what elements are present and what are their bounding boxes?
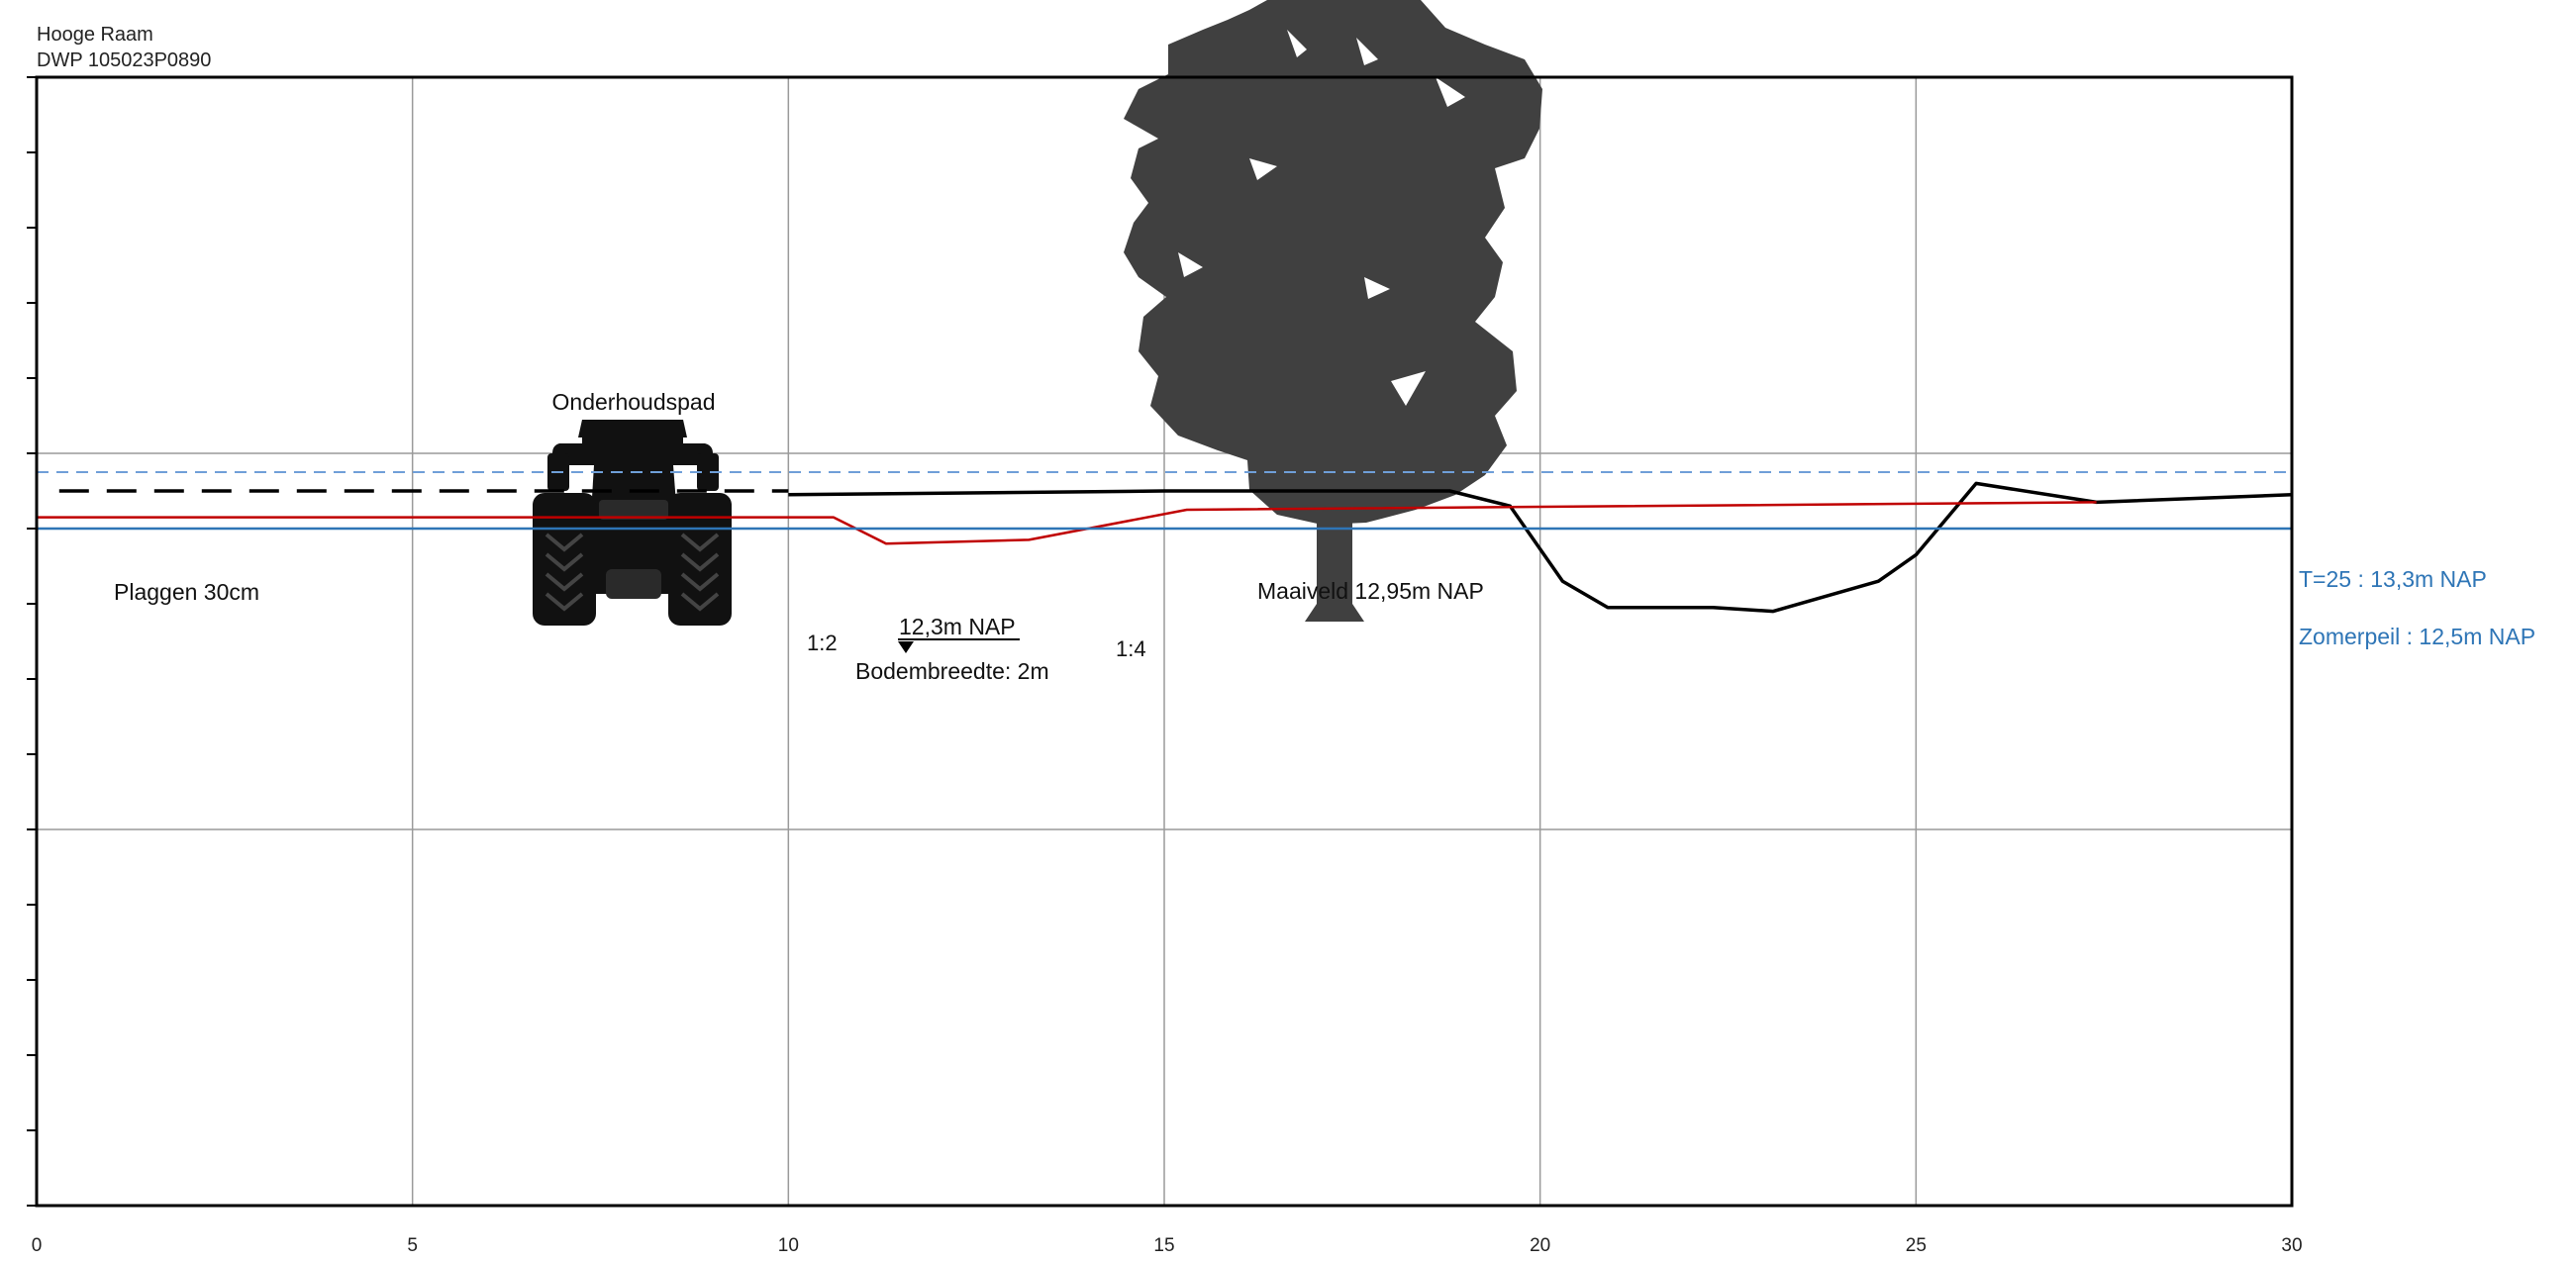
- slope-left-label: 1:2: [807, 631, 838, 655]
- x-tick-label: 10: [778, 1235, 799, 1256]
- bodembreedte-label: Bodembreedte: 2m: [855, 658, 1049, 684]
- zomerpeil-label: Zomerpeil : 12,5m NAP: [2299, 624, 2535, 649]
- water-level-triangle-icon: [898, 638, 1020, 653]
- profiles: [37, 471, 2293, 614]
- header-line-2: DWP 105023P0890: [37, 49, 212, 71]
- x-tick-label: 5: [407, 1235, 418, 1256]
- x-tick-label: 15: [1153, 1235, 1174, 1256]
- x-axis-ticks: 0 5 10 15 20 25 30: [32, 1235, 2303, 1256]
- nap-bottom-label: 12,3m NAP: [899, 614, 1016, 639]
- y-axis-ticks: [27, 76, 37, 1207]
- series-design-profile: [37, 501, 2097, 545]
- x-tick-label: 20: [1530, 1235, 1550, 1256]
- slope-right-label: 1:4: [1116, 636, 1146, 661]
- x-tick-label: 30: [2281, 1235, 2302, 1256]
- series-existing-profile: [788, 481, 2293, 614]
- tree-icon: [1124, 0, 1542, 622]
- onderhoudspad-label: Onderhoudspad: [552, 389, 716, 415]
- header-line-1: Hooge Raam: [37, 24, 153, 46]
- maaiveld-label: Maaiveld 12,95m NAP: [1257, 578, 1484, 604]
- x-tick-label: 0: [32, 1235, 43, 1256]
- x-tick-label: 25: [1906, 1235, 1927, 1256]
- tractor-icon: [533, 420, 732, 626]
- plaggen-label: Plaggen 30cm: [114, 579, 259, 605]
- t25-label: T=25 : 13,3m NAP: [2299, 566, 2487, 592]
- plot-frame: [35, 75, 2294, 1208]
